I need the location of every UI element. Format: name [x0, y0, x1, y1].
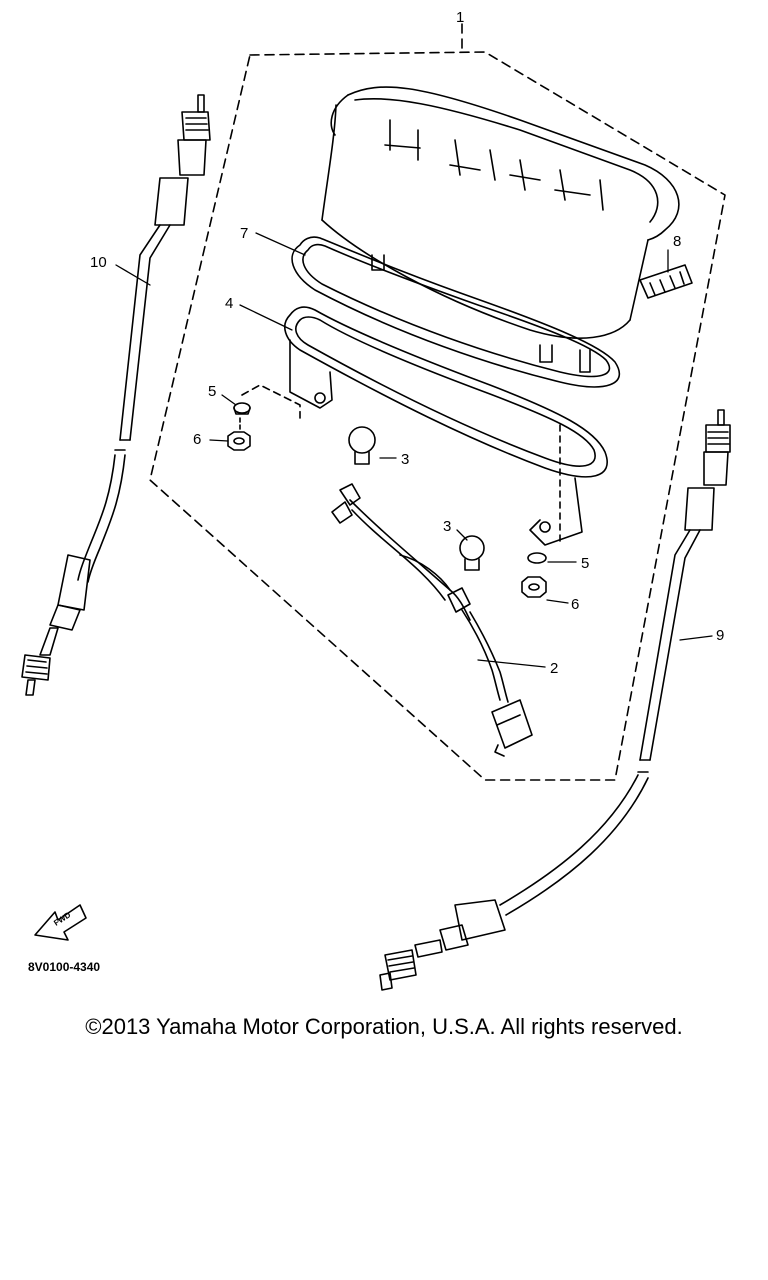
callout-6-left: 6: [193, 431, 201, 448]
copyright-notice: ©2013 Yamaha Motor Corporation, U.S.A. A…: [85, 1014, 683, 1039]
assembly-boundary: [149, 23, 726, 781]
callout-5-left: 5: [208, 383, 216, 400]
bulb-right: [459, 535, 485, 571]
callout-1: 1: [456, 9, 464, 26]
callout-leaders: [115, 232, 713, 668]
trip-knob: [639, 264, 693, 299]
callout-7: 7: [240, 225, 248, 242]
gasket: [291, 236, 621, 388]
diagram-code: 8V0100-4340: [28, 960, 100, 974]
callout-2: 2: [550, 660, 558, 677]
washer-nut-left: [227, 384, 301, 451]
callout-3-left: 3: [401, 451, 409, 468]
bulb-left: [348, 426, 376, 465]
callout-5-right: 5: [581, 555, 589, 572]
callout-8: 8: [673, 233, 681, 250]
speedometer-cable-right: [379, 409, 731, 991]
callout-3-right: 3: [443, 518, 451, 535]
fwd-arrow-icon: FWD: [34, 904, 87, 941]
callout-6-right: 6: [571, 596, 579, 613]
callout-10: 10: [90, 254, 107, 271]
speedometer-cable-left: [21, 94, 211, 696]
parts-diagram: 1 7 8 10 4 5 6 3 3 5 6 9 2 FWD 8V0100-43…: [21, 9, 731, 991]
lead-wire: [331, 483, 533, 757]
callout-9: 9: [716, 627, 724, 644]
meter-bracket: [284, 306, 608, 546]
washer-nut-right: [521, 424, 561, 598]
callout-4: 4: [225, 295, 233, 312]
meter-housing: [321, 86, 680, 373]
